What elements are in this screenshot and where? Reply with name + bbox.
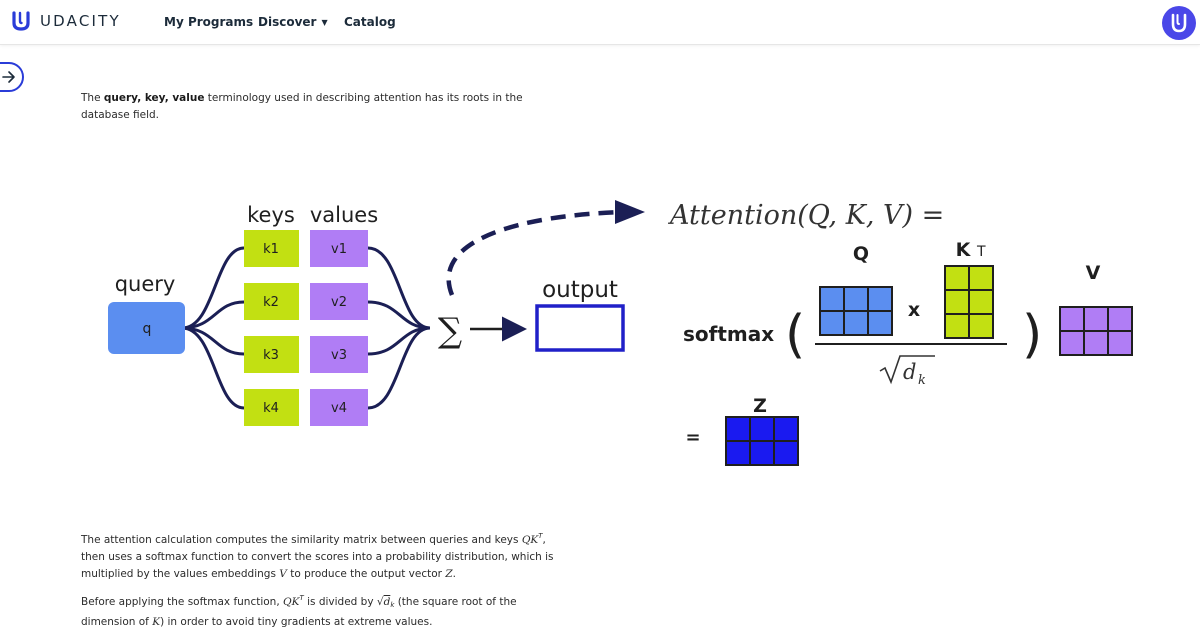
attention-diagram-svg: keys values query q k1 k2 k3 k4	[108, 200, 1133, 466]
query-key-connectors	[181, 246, 245, 410]
query-cell	[108, 302, 185, 354]
output-label: output	[542, 277, 618, 303]
value-cell-1	[310, 230, 368, 267]
multiply-sign: x	[908, 299, 920, 321]
query-label: query	[115, 272, 176, 296]
intro-paragraph: The query, key, value terminology used i…	[81, 90, 523, 124]
intro-text-line2: database field.	[81, 109, 160, 121]
key-label-2: k2	[263, 295, 279, 310]
z-matrix-label: Z	[753, 395, 767, 417]
left-paren: (	[785, 305, 805, 365]
udacity-logo-icon	[12, 11, 30, 31]
output-box	[535, 304, 625, 352]
p1-text-4: multiplied by the values embeddings	[81, 568, 280, 580]
p2-sqrt-symbol: √	[376, 596, 384, 608]
value-label-2: v2	[331, 295, 347, 310]
p2-math-d: d	[383, 596, 391, 608]
p1-math-t: T	[538, 532, 543, 540]
sum-symbol: ∑	[438, 311, 462, 351]
sidebar-toggle-button[interactable]	[0, 62, 24, 92]
p2-text-4: dimension of	[81, 616, 153, 628]
p2-math-qk: QK	[283, 596, 300, 608]
keys-label: keys	[247, 203, 295, 227]
kt-matrix-superscript: T	[976, 244, 986, 260]
caret-down-icon: ▼	[321, 18, 328, 27]
key-label-1: k1	[263, 242, 279, 257]
p1-math-v: V	[279, 568, 287, 580]
p2-math-t: T	[299, 594, 304, 602]
p2-text-5: ) in order to avoid tiny gradients at ex…	[160, 616, 433, 628]
sqrt-dk: d k	[879, 355, 935, 388]
intro-bold-terms: query, key, value	[103, 92, 205, 104]
key-cell-2	[244, 283, 299, 320]
p2-math-k: K	[152, 616, 161, 628]
softmax-label: softmax	[683, 322, 774, 346]
p1-text-6: .	[452, 568, 456, 580]
key-cell-1	[244, 230, 299, 267]
p2-math-k-sub: k	[390, 601, 395, 609]
attention-diagram: keys values query q k1 k2 k3 k4	[0, 180, 1200, 500]
p1-text-5: to produce the output vector	[286, 568, 446, 580]
nav-my-programs[interactable]: My Programs	[164, 15, 254, 29]
z-matrix	[725, 416, 799, 466]
kt-matrix	[944, 265, 994, 339]
p1-math-z: Z	[445, 568, 453, 580]
value-cell-2	[310, 283, 368, 320]
nav-discover[interactable]: Discover ▼	[258, 15, 328, 29]
dashed-arrow	[446, 209, 626, 296]
attention-formula: Attention(Q, K, V) =	[667, 200, 944, 231]
value-cell-3	[310, 336, 368, 373]
equals-sign: =	[685, 427, 700, 448]
values-label: values	[310, 203, 378, 227]
sqrt-d: d	[903, 360, 916, 384]
p1-text-1: The attention calculation computes the s…	[81, 534, 522, 546]
key-label-4: k4	[263, 401, 279, 416]
p2-text-2: is divided by	[303, 596, 377, 608]
p2-text-3: (the square root of the	[394, 596, 517, 608]
value-cell-4	[310, 389, 368, 426]
nav-discover-label: Discover	[258, 15, 317, 29]
query-cell-label: q	[143, 321, 152, 337]
key-cell-3	[244, 336, 299, 373]
p2-text-1: Before applying the softmax function,	[81, 596, 284, 608]
arrow-right-icon	[2, 71, 15, 83]
attention-explanation-paragraph: The attention calculation computes the s…	[81, 528, 554, 583]
value-label-3: v3	[331, 348, 347, 363]
v-matrix-label: V	[1086, 262, 1101, 284]
intro-text-end: terminology used in describing attention…	[204, 92, 523, 104]
key-label-3: k3	[263, 348, 279, 363]
kt-matrix-label: K	[956, 239, 972, 261]
p1-text-3: then uses a softmax function to convert …	[81, 551, 554, 563]
q-matrix-label: Q	[853, 243, 869, 265]
udacity-logo[interactable]: UDACITY	[10, 10, 121, 32]
key-cell-4	[244, 389, 299, 426]
value-sum-connectors	[367, 246, 431, 410]
p1-math-qk: QK	[521, 534, 539, 546]
value-label-4: v4	[331, 401, 347, 416]
user-avatar[interactable]	[1162, 6, 1196, 40]
value-label-1: v1	[331, 242, 347, 257]
scaling-explanation-paragraph: Before applying the softmax function, QK…	[81, 590, 517, 631]
dashed-arrow-head	[615, 200, 645, 224]
p1-text-2: ,	[542, 534, 546, 546]
intro-text-start: The	[81, 92, 104, 104]
top-nav-bar: UDACITY My Programs Discover ▼ Catalog	[0, 0, 1200, 45]
q-matrix	[819, 286, 893, 336]
v-matrix	[1059, 306, 1133, 356]
nav-catalog[interactable]: Catalog	[344, 15, 396, 29]
right-paren: )	[1022, 305, 1042, 365]
sqrt-k: k	[918, 373, 926, 388]
logo-text: UDACITY	[40, 12, 121, 30]
